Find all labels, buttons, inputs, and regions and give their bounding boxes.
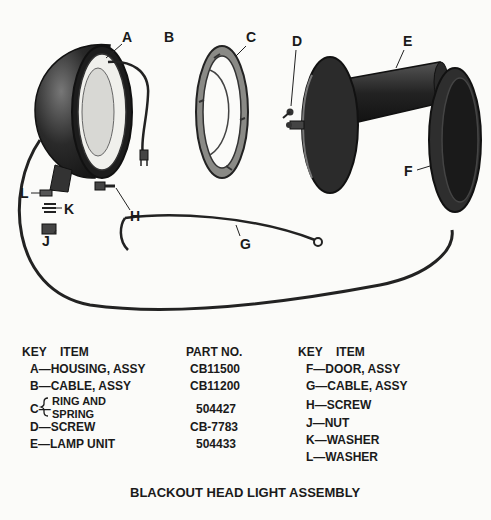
callout-letter: H	[130, 209, 140, 223]
item-name: E—LAMP UNIT	[30, 438, 115, 450]
table-header: ITEM	[60, 346, 89, 358]
item-name: B—CABLE, ASSY	[30, 380, 131, 392]
item-name: D—SCREW	[30, 421, 95, 433]
part-number: CB11500	[190, 363, 240, 375]
callout-letter: E	[403, 34, 412, 48]
figure-caption: BLACKOUT HEAD LIGHT ASSEMBLY	[130, 486, 360, 499]
part-number: CB11200	[190, 380, 240, 392]
part-number: 504427	[196, 403, 236, 415]
item-name: K—WASHER	[306, 434, 379, 446]
item-name: C—	[30, 403, 51, 415]
callout-letter: C	[246, 30, 256, 44]
part-number: 504433	[196, 438, 236, 450]
part-number: CB-7783	[190, 421, 238, 433]
callout-letter: G	[240, 237, 251, 251]
callout-letter: F	[404, 164, 413, 178]
table-header: PART NO.	[186, 346, 242, 358]
table-header: ITEM	[336, 346, 365, 358]
table-header: KEY	[298, 346, 323, 358]
item-name: L—WASHER	[306, 451, 378, 463]
item-name: J—NUT	[306, 417, 349, 429]
callout-letter: J	[42, 234, 50, 248]
callout-letter: B	[164, 30, 174, 44]
item-name: SPRING	[52, 409, 94, 420]
item-name: F—DOOR, ASSY	[306, 363, 400, 375]
item-name: A—HOUSING, ASSY	[30, 363, 146, 375]
callout-letter: K	[64, 202, 74, 216]
callout-letter: A	[122, 30, 132, 44]
callout-letter: D	[292, 34, 302, 48]
item-name: H—SCREW	[306, 399, 371, 411]
table-header: KEY	[22, 346, 47, 358]
callout-letter: L	[20, 186, 29, 200]
item-name: RING AND	[52, 396, 106, 407]
item-name: G—CABLE, ASSY	[306, 380, 408, 392]
